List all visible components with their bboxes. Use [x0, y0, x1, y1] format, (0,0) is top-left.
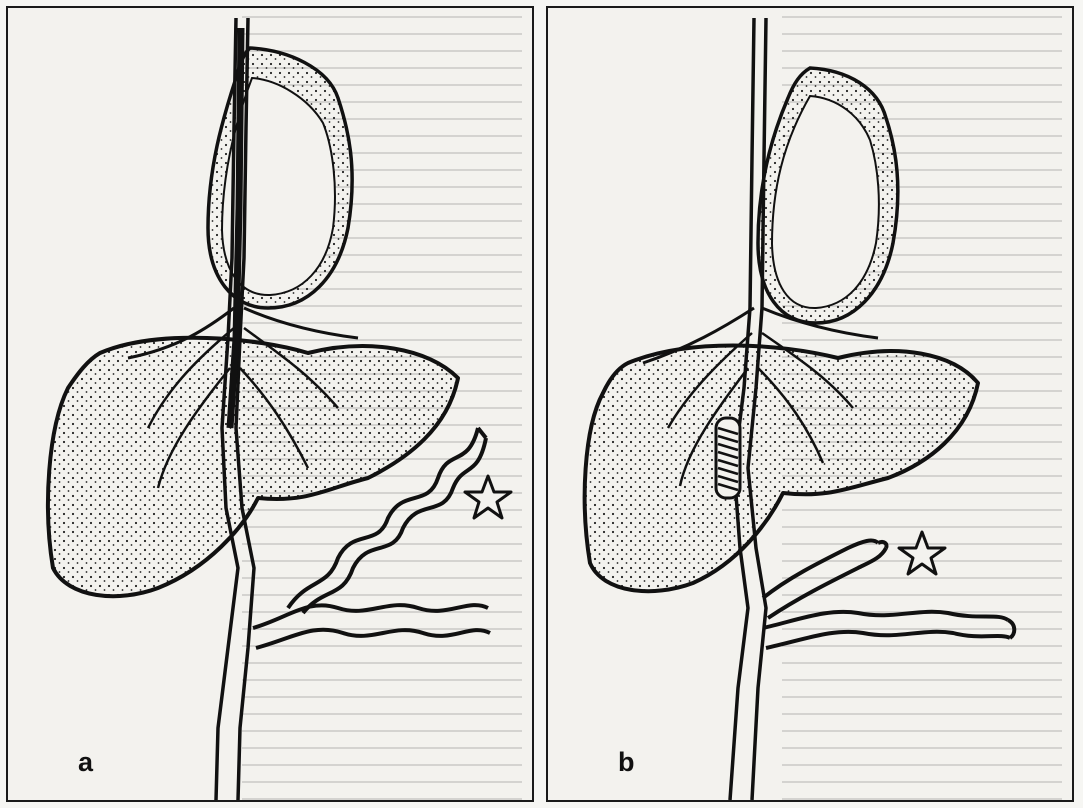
illustration-b [548, 8, 1072, 800]
panel-b: b [546, 6, 1074, 802]
star-icon [899, 532, 945, 574]
pancreatic-duct-upper [253, 605, 488, 628]
star-icon [465, 476, 511, 518]
pancreatic-duct-lower [766, 632, 1010, 648]
hepatic-duct-right [244, 308, 358, 338]
stent-coil-icon [716, 418, 740, 498]
pancreatic-duct-upper [763, 612, 1008, 628]
illustration-a [8, 8, 532, 800]
panel-a: a [6, 6, 534, 802]
pancreatic-duct-lower [256, 630, 490, 648]
panel-label-a: a [78, 747, 93, 778]
panel-label-b: b [618, 747, 635, 778]
